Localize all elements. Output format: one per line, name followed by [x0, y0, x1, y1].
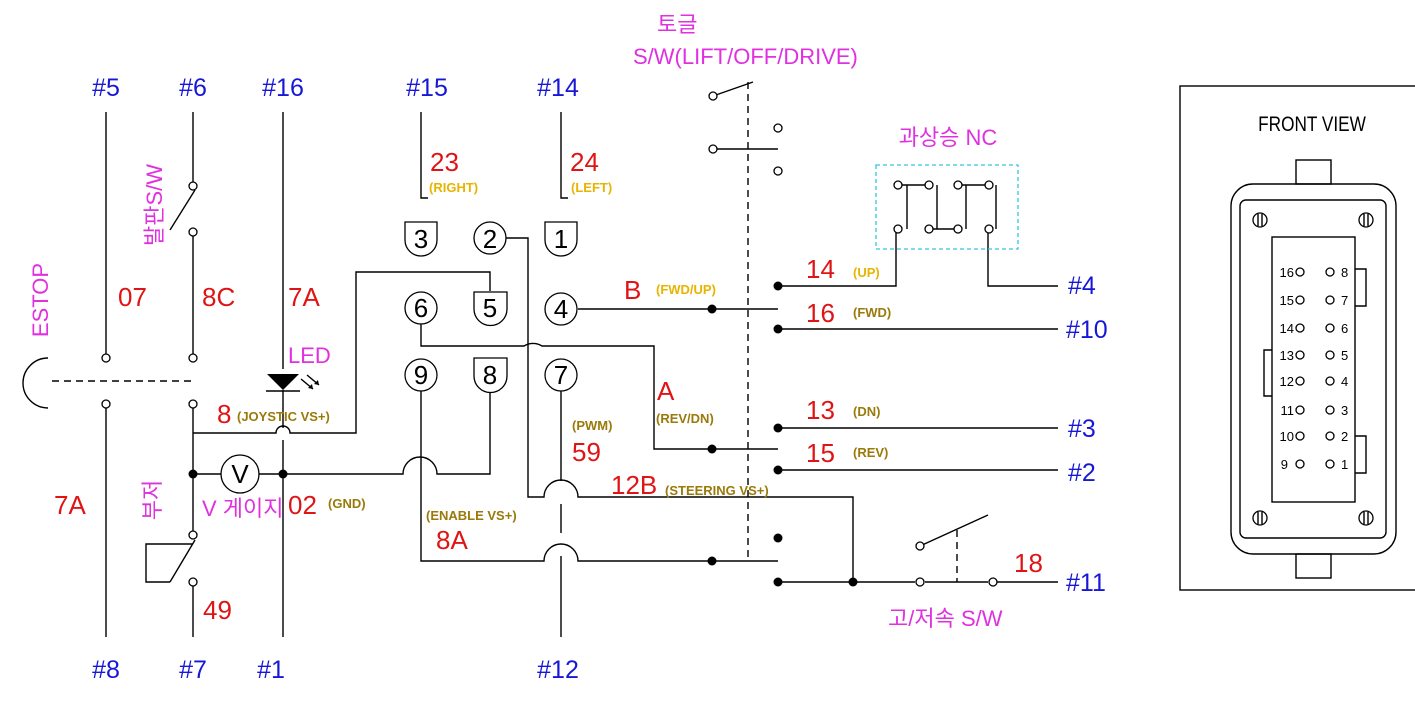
terminal-16: #16 [262, 74, 304, 102]
terminal-labels: #5 #6 #16 #15 #14 #4 #10 #3 #2 #11 #8 #7… [92, 74, 1108, 684]
terminal-8: #8 [92, 656, 120, 684]
terminal-5: #5 [92, 74, 120, 102]
fv-pin-16: 16 [1280, 265, 1294, 280]
signal-rev: (REV) [853, 445, 888, 460]
fv-pin-4: 4 [1341, 374, 1348, 389]
terminal-12: #12 [537, 656, 579, 684]
led-label: LED [288, 343, 331, 368]
wire-7a-top: 7A [288, 282, 320, 312]
pin-7-label: 7 [554, 360, 568, 390]
component-labels: 토글 S/W(LIFT/OFF/DRIVE) ESTOP 발판S/W LED 부… [28, 12, 1003, 631]
fv-pin-15: 15 [1280, 293, 1294, 308]
fv-pin-3: 3 [1341, 403, 1348, 418]
fv-pin-10: 10 [1280, 429, 1294, 444]
pin-6-label: 6 [414, 293, 428, 323]
v-gauge-label: V 게이지 [202, 496, 284, 521]
fv-pin-11: 11 [1281, 403, 1295, 418]
junction-dots [188, 281, 858, 587]
fv-pin-1: 1 [1341, 457, 1348, 472]
wire-7a-left: 7A [54, 490, 86, 520]
front-view-pin-holes [1295, 267, 1335, 469]
signal-left: (LEFT) [571, 180, 612, 195]
signal-pwm: (PWM) [572, 418, 612, 433]
pin-4-label: 4 [554, 294, 568, 324]
signal-right: (RIGHT) [429, 180, 478, 195]
fv-pin-2: 2 [1341, 429, 1348, 444]
voltmeter: V [220, 454, 260, 494]
wire-49: 49 [203, 595, 232, 625]
overheat-label: 과상승 NC [899, 125, 998, 150]
pin-8-label: 8 [483, 360, 497, 390]
wire-b: B [624, 275, 641, 305]
signal-steering: (STEERING VS+) [665, 483, 769, 498]
signal-up: (UP) [853, 265, 880, 280]
connector-pins: 1 2 3 4 5 6 7 8 9 [404, 221, 578, 394]
pin-5-label: 5 [483, 293, 497, 323]
overheat-nc-switch: 과상승 NC [875, 125, 1019, 250]
signal-fwd: (FWD) [853, 305, 891, 320]
front-view-title: FRONT VIEW [1258, 114, 1366, 137]
signal-gnd: (GND) [328, 496, 366, 511]
wire-numbers: 07 8C 7A 7A 23 24 8 02 59 12B 8A 49 14 1… [54, 147, 1043, 625]
terminal-2: #2 [1068, 459, 1096, 487]
pin-9-label: 9 [414, 360, 428, 390]
pin-1-label: 1 [554, 224, 568, 254]
front-view-right-pin-numbers: 8 7 6 5 4 3 2 1 [1341, 265, 1348, 472]
estop-label: ESTOP [28, 263, 53, 337]
signal-labels: (RIGHT) (LEFT) (JOYSTIC VS+) (GND) (PWM)… [237, 180, 891, 523]
toggle-switch-modes: S/W(LIFT/OFF/DRIVE) [633, 44, 858, 69]
buzzer-label: 부저 [140, 480, 165, 520]
terminal-7: #7 [179, 656, 207, 684]
toggle-switch-label: 토글 [657, 12, 697, 37]
fv-pin-14: 14 [1280, 321, 1294, 336]
terminal-4: #4 [1068, 272, 1096, 300]
terminal-11: #11 [1066, 569, 1106, 597]
wire-02: 02 [288, 490, 317, 520]
terminal-6: #6 [179, 74, 207, 102]
signal-rev-dn: (REV/DN) [656, 411, 714, 426]
wire-8c: 8C [202, 282, 235, 312]
front-view-left-pin-numbers: 16 15 14 13 12 11 10 9 [1280, 265, 1294, 472]
speed-switch-label: 고/저속 S/W [888, 606, 1003, 631]
wires [22, 81, 1058, 637]
wire-8a: 8A [436, 525, 468, 555]
wire-a: A [657, 376, 675, 406]
voltmeter-symbol: V [231, 459, 249, 489]
led-symbol [266, 374, 320, 392]
fv-pin-9: 9 [1281, 457, 1288, 472]
fv-pin-13: 13 [1280, 348, 1294, 363]
wire-59: 59 [572, 437, 601, 467]
signal-dn: (DN) [853, 404, 880, 419]
wire-07: 07 [118, 282, 147, 312]
fv-pin-6: 6 [1341, 321, 1348, 336]
fv-pin-12: 12 [1280, 374, 1294, 389]
wire-23: 23 [430, 147, 459, 177]
wire-16: 16 [806, 298, 835, 328]
signal-enable: (ENABLE VS+) [426, 508, 517, 523]
terminal-3: #3 [1068, 415, 1096, 443]
signal-joystic: (JOYSTIC VS+) [237, 409, 330, 424]
wire-14: 14 [806, 254, 835, 284]
pin-2-label: 2 [483, 224, 497, 254]
terminal-15: #15 [406, 74, 448, 102]
wire-15: 15 [806, 438, 835, 468]
wire-24: 24 [570, 147, 599, 177]
signal-fwd-up: (FWD/UP) [656, 282, 716, 297]
terminal-1: #1 [257, 656, 285, 684]
wire-18: 18 [1014, 548, 1043, 578]
front-view-panel: FRONT VIEW 16 15 14 13 12 11 [1179, 85, 1415, 591]
wire-12b: 12B [611, 470, 657, 500]
contact-circles [101, 91, 998, 587]
pin-3-label: 3 [414, 224, 428, 254]
fv-pin-8: 8 [1341, 265, 1348, 280]
foot-switch-label: 발판S/W [142, 164, 167, 246]
terminal-10: #10 [1066, 316, 1108, 344]
terminal-14: #14 [537, 74, 579, 102]
fv-pin-5: 5 [1341, 348, 1348, 363]
fv-pin-7: 7 [1341, 293, 1348, 308]
wire-8: 8 [217, 399, 231, 429]
wire-13: 13 [806, 395, 835, 425]
